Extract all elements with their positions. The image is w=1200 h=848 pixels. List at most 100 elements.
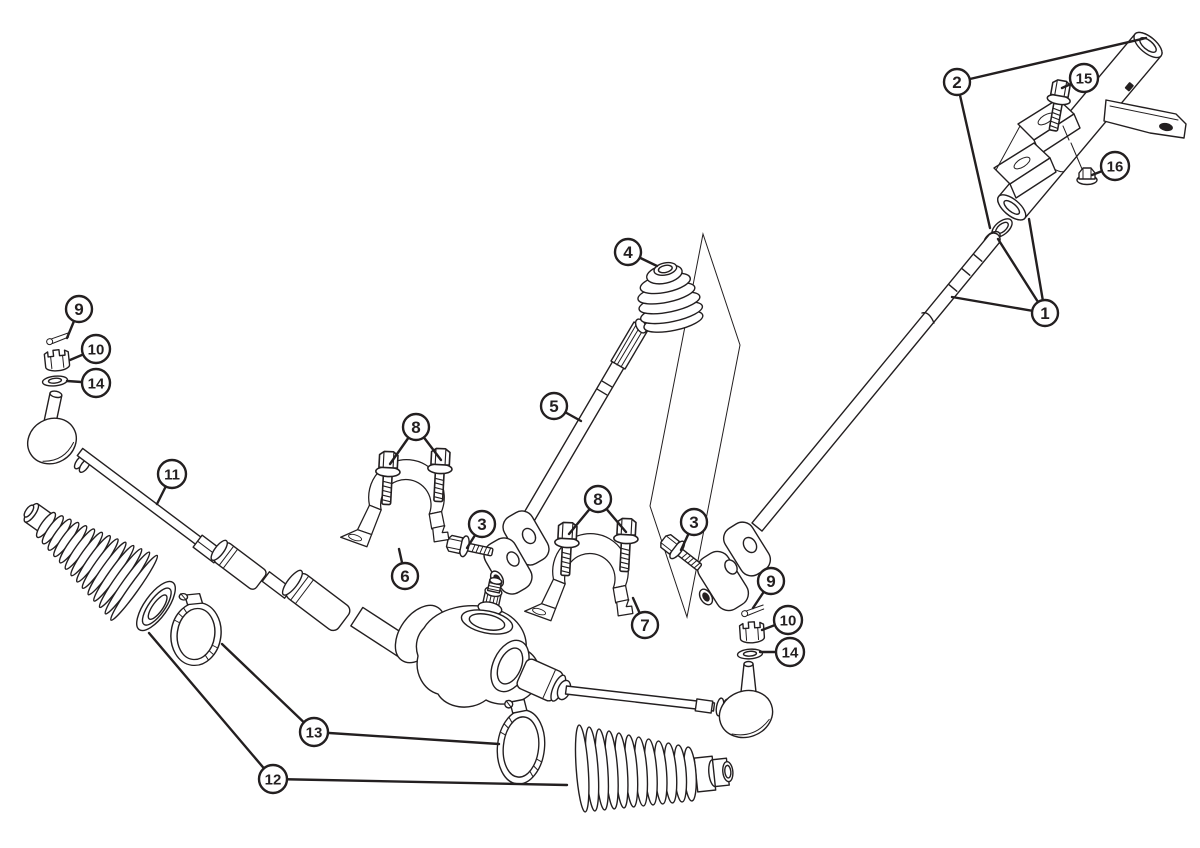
callout-9-cotter-pin-left[interactable]: 9	[64, 294, 94, 324]
callout-circle[interactable]	[390, 561, 420, 591]
callout-circle[interactable]	[583, 484, 613, 514]
callout-number: 14	[88, 375, 105, 392]
callout-7-rack-mount-bracket-right[interactable]: 7	[630, 610, 660, 640]
callout-3-pinch-bolt-left[interactable]: 3	[467, 509, 497, 539]
washer-right	[736, 647, 764, 661]
callout-circle[interactable]	[80, 367, 112, 399]
callout-number: 16	[1107, 158, 1124, 175]
rack-mount-bushing	[281, 569, 351, 632]
callout-circle[interactable]	[1068, 62, 1100, 94]
callout-number: 10	[780, 612, 797, 629]
callout-number: 3	[689, 513, 698, 532]
callout-2-steering-column-assembly[interactable]: 2	[942, 67, 972, 97]
callout-circle[interactable]	[630, 610, 660, 640]
callout-14-washer-right[interactable]: 14	[774, 636, 806, 668]
pinion-shaft	[460, 577, 514, 635]
callout-circle[interactable]	[64, 294, 94, 324]
castle-nut-left	[43, 348, 71, 373]
callout-10-castle-nut-right[interactable]: 10	[772, 604, 804, 636]
leader-lines	[65, 36, 1148, 787]
boot-rib	[110, 554, 159, 621]
callout-number: 11	[164, 466, 180, 483]
callout-circle[interactable]	[756, 566, 786, 596]
callout-circle[interactable]	[613, 237, 643, 267]
callout-circle[interactable]	[401, 412, 431, 442]
firewall-grommet	[637, 261, 704, 333]
callout-circle[interactable]	[80, 333, 112, 365]
callout-circle[interactable]	[1099, 150, 1131, 182]
callout-number: 9	[766, 572, 775, 591]
callout-6-rack-mount-bracket-left[interactable]: 6	[390, 561, 420, 591]
castle-nut-right	[738, 620, 766, 645]
leader-line-steering-shaft	[1027, 217, 1047, 315]
callout-11-tie-rod-left[interactable]: 11	[156, 458, 188, 490]
leader-line-steering-column-assembly	[955, 80, 992, 230]
callout-circle[interactable]	[257, 763, 289, 795]
callout-3-pinch-bolt-right[interactable]: 3	[679, 507, 709, 537]
ball-stud-left	[43, 390, 63, 424]
firewall-reference-panel	[649, 232, 741, 619]
leader-line-rack-boots	[271, 777, 569, 787]
cotter-pin-left	[45, 332, 70, 346]
leader-line-boot-clamps	[312, 730, 501, 746]
callout-5-intermediate-shaft[interactable]: 5	[539, 391, 569, 421]
boot-mouth-left	[136, 580, 176, 632]
callout-circle[interactable]	[156, 458, 188, 490]
callout-circle[interactable]	[942, 67, 972, 97]
rack-boot-right	[574, 724, 734, 813]
steering-column-assembly	[983, 31, 1187, 248]
boot-clamp-right	[492, 696, 551, 788]
callout-number: 4	[623, 243, 633, 262]
leader-line-steering-shaft	[996, 237, 1047, 315]
washer-left	[41, 374, 69, 388]
callout-16-column-mount-nut[interactable]: 16	[1099, 150, 1131, 182]
callout-number: 7	[640, 616, 649, 635]
callout-8-bracket-bolts-left[interactable]: 8	[401, 412, 431, 442]
callout-1-steering-shaft[interactable]: 1	[1030, 298, 1060, 328]
callout-9-cotter-pin-right[interactable]: 9	[756, 566, 786, 596]
callout-number: 12	[265, 771, 282, 788]
callout-8-bracket-bolts-right[interactable]: 8	[583, 484, 613, 514]
callout-circle[interactable]	[774, 636, 806, 668]
callout-14-washer-left[interactable]: 14	[80, 367, 112, 399]
tie-rod-left	[76, 447, 414, 660]
ball-stud-right	[740, 660, 757, 693]
callout-circle[interactable]	[772, 604, 804, 636]
boot-tip-right	[693, 755, 734, 793]
callout-13-boot-clamps[interactable]: 13	[298, 716, 330, 748]
callout-number: 3	[477, 515, 486, 534]
rack-boot-left	[23, 502, 176, 632]
callout-number: 2	[952, 73, 961, 92]
callout-circle[interactable]	[679, 507, 709, 537]
steering-shaft	[751, 232, 1001, 532]
leader-line-steering-column-assembly	[955, 36, 1148, 84]
callout-number: 1	[1040, 304, 1049, 323]
callout-number: 13	[306, 724, 323, 741]
callout-circle[interactable]	[467, 509, 497, 539]
inner-socket-left	[210, 539, 267, 590]
callout-number: 15	[1076, 70, 1093, 87]
callout-number: 8	[593, 490, 602, 509]
callout-circle[interactable]	[298, 716, 330, 748]
rack-and-pinion-housing	[394, 577, 572, 708]
pinch-bolt-right	[656, 530, 707, 577]
leader-line-rack-boots	[147, 631, 275, 781]
callout-number: 6	[400, 567, 409, 586]
callout-circle[interactable]	[539, 391, 569, 421]
ball-housing-left	[27, 417, 77, 465]
column-side-arm	[1103, 99, 1187, 139]
callout-12-rack-boots[interactable]: 12	[257, 763, 289, 795]
ball-housing-right	[718, 689, 774, 739]
boot-clamp-left	[166, 589, 228, 670]
callout-4-firewall-grommet[interactable]: 4	[613, 237, 643, 267]
callout-number: 5	[549, 397, 558, 416]
intermediate-universal-joint	[483, 510, 550, 595]
callout-number: 14	[782, 644, 799, 661]
callout-circle[interactable]	[1030, 298, 1060, 328]
callout-10-castle-nut-left[interactable]: 10	[80, 333, 112, 365]
column-mount-nut	[1076, 167, 1098, 186]
callout-15-column-mount-bolt[interactable]: 15	[1068, 62, 1100, 94]
boot-rib	[574, 724, 590, 813]
